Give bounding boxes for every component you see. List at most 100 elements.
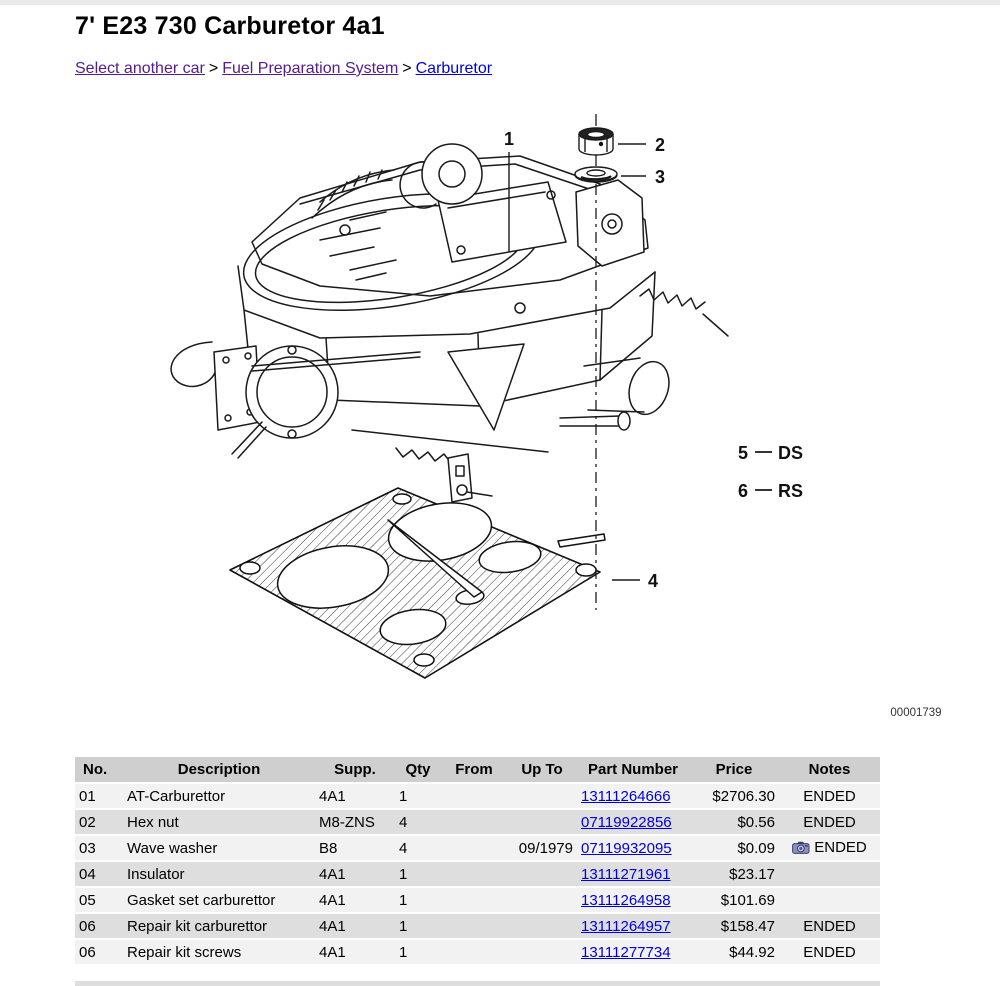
cell-description: Wave washer — [123, 835, 315, 862]
breadcrumb-separator: > — [402, 60, 412, 77]
breadcrumb-separator: > — [208, 60, 219, 77]
gasket-drawing — [229, 487, 606, 679]
breadcrumb-link-fuel-preparation-system[interactable]: Fuel Preparation System — [222, 60, 399, 77]
cell-part-number: 07119922856 — [577, 809, 689, 836]
part-number-link[interactable]: 13111264666 — [581, 787, 671, 805]
cell-qty: 1 — [395, 887, 441, 914]
cell-part-number: 13111264958 — [577, 887, 689, 914]
cell-part-number: 07119932095 — [577, 835, 689, 862]
cell-part-number: 13111277734 — [577, 939, 689, 966]
wave-washer-drawing — [574, 166, 618, 183]
cell-from — [441, 783, 507, 810]
header-notes: Notes — [779, 757, 880, 784]
cell-supp: 4A1 — [315, 783, 395, 810]
cell-price: $101.69 — [689, 887, 779, 914]
page-title: 7' E23 730 Carburetor 4a1 — [75, 12, 385, 40]
cell-qty: 4 — [395, 835, 441, 862]
cell-up-to — [507, 861, 577, 888]
cell-description: Repair kit screws — [123, 939, 315, 966]
cell-from — [441, 809, 507, 836]
cell-supp: B8 — [315, 835, 395, 862]
cell-qty: 1 — [395, 783, 441, 810]
cell-supp: 4A1 — [315, 939, 395, 966]
header-part-number: Part Number — [577, 757, 689, 784]
part-number-link[interactable]: 07119932095 — [581, 839, 672, 857]
cell-up-to — [507, 939, 577, 966]
callout-6-label: RS — [778, 481, 803, 501]
callout-3-number: 3 — [655, 167, 665, 187]
header-description: Description — [123, 757, 315, 784]
breadcrumb-link-carburetor[interactable]: Carburetor — [415, 60, 493, 77]
part-number-link[interactable]: 13111271961 — [581, 865, 671, 883]
cell-qty: 4 — [395, 809, 441, 836]
callout-1: 1 — [504, 129, 514, 252]
cell-supp: 4A1 — [315, 861, 395, 888]
cell-price: $44.92 — [689, 939, 779, 966]
cell-qty: 1 — [395, 913, 441, 940]
cell-no: 01 — [75, 783, 123, 810]
callout-5-label: DS — [778, 443, 803, 463]
cell-no: 06 — [75, 913, 123, 940]
header-price: Price — [689, 757, 779, 784]
cell-notes: ENDED — [779, 809, 880, 836]
cell-price: $0.56 — [689, 809, 779, 836]
part-number-link[interactable]: 13111264958 — [581, 891, 671, 909]
breadcrumb-link-select-another-car[interactable]: Select another car — [75, 60, 205, 77]
camera-icon[interactable] — [792, 841, 810, 858]
cell-price: $2706.30 — [689, 783, 779, 810]
parts-table: No. Description Supp. Qty From Up To Par… — [75, 757, 880, 966]
cell-description: Repair kit carburettor — [123, 913, 315, 940]
table-header-row: No. Description Supp. Qty From Up To Par… — [75, 757, 880, 784]
cell-from — [441, 939, 507, 966]
cell-no: 02 — [75, 809, 123, 836]
cell-up-to — [507, 809, 577, 836]
header-up-to: Up To — [507, 757, 577, 784]
top-border-strip — [0, 0, 1000, 5]
cell-supp: 4A1 — [315, 913, 395, 940]
cell-up-to — [507, 783, 577, 810]
cell-part-number: 13111271961 — [577, 861, 689, 888]
breadcrumb: Select another car>Fuel Preparation Syst… — [75, 60, 492, 78]
parts-diagram: 1 2 3 4 5 DS 6 RS 00001739 — [0, 100, 1000, 755]
callout-4-number: 4 — [648, 571, 658, 591]
cell-notes: ENDED — [779, 835, 880, 862]
header-from: From — [441, 757, 507, 784]
header-qty: Qty — [395, 757, 441, 784]
callout-2: 2 — [618, 135, 665, 155]
cell-notes — [779, 887, 880, 914]
callout-5-number: 5 — [738, 443, 748, 463]
part-number-link[interactable]: 13111264957 — [581, 917, 671, 935]
part-number-link[interactable]: 07119922856 — [581, 813, 672, 831]
callout-3: 3 — [621, 167, 665, 187]
cell-description: AT-Carburettor — [123, 783, 315, 810]
cell-notes: ENDED — [779, 783, 880, 810]
cell-no: 03 — [75, 835, 123, 862]
header-no: No. — [75, 757, 123, 784]
cell-part-number: 13111264957 — [577, 913, 689, 940]
cell-no: 04 — [75, 861, 123, 888]
callout-5-ds: 5 DS — [738, 443, 803, 463]
cell-description: Insulator — [123, 861, 315, 888]
hex-nut-drawing — [578, 127, 614, 156]
callout-1-number: 1 — [504, 129, 514, 149]
next-row-partial — [75, 981, 880, 986]
cell-notes: ENDED — [779, 913, 880, 940]
cell-supp: M8-ZNS — [315, 809, 395, 836]
diagram-image-number: 00001739 — [890, 707, 941, 719]
cell-description: Gasket set carburettor — [123, 887, 315, 914]
cell-supp: 4A1 — [315, 887, 395, 914]
header-supp: Supp. — [315, 757, 395, 784]
cell-up-to: 09/1979 — [507, 835, 577, 862]
callout-2-number: 2 — [655, 135, 665, 155]
cell-part-number: 13111264666 — [577, 783, 689, 810]
cell-description: Hex nut — [123, 809, 315, 836]
part-number-link[interactable]: 13111277734 — [581, 943, 671, 961]
cell-qty: 1 — [395, 861, 441, 888]
cell-from — [441, 913, 507, 940]
